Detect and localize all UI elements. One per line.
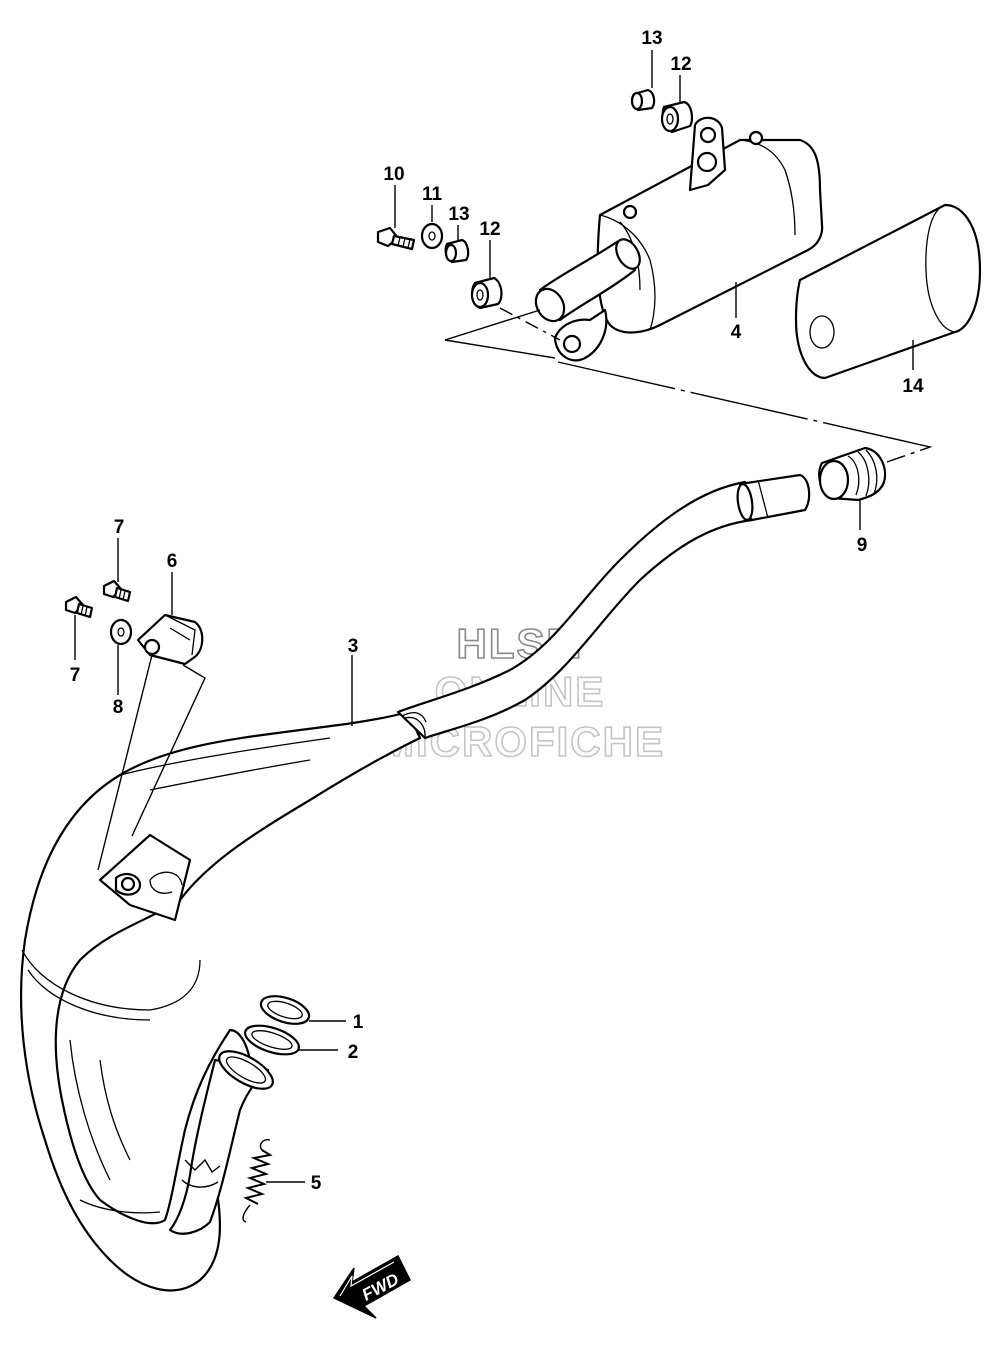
muffler-gasket[interactable] xyxy=(818,446,887,502)
exhaust-spring[interactable] xyxy=(242,1138,273,1223)
callout-6: 6 xyxy=(167,551,178,572)
silencer-muffler[interactable] xyxy=(530,116,824,362)
watermark-line3: MICROFICHE xyxy=(379,718,665,765)
callout-11: 11 xyxy=(422,184,443,205)
callout-3: 3 xyxy=(348,636,359,657)
callout-5: 5 xyxy=(311,1173,322,1194)
callout-9: 9 xyxy=(857,535,868,556)
arrow-left-icon xyxy=(332,1254,411,1319)
callout-13-top: 13 xyxy=(641,28,662,49)
callout-1: 1 xyxy=(353,1012,364,1033)
callout-12-top: 12 xyxy=(670,54,691,75)
callout-7-upper: 7 xyxy=(114,517,125,538)
callout-7-lower: 7 xyxy=(70,665,81,686)
side-mount-hardware[interactable] xyxy=(376,222,503,310)
chamber-bracket[interactable] xyxy=(136,613,204,666)
top-mount-hardware[interactable] xyxy=(630,88,694,134)
silencer-packing[interactable] xyxy=(794,203,982,380)
bracket-washer[interactable] xyxy=(109,618,133,646)
callout-4: 4 xyxy=(731,322,742,343)
callout-14: 14 xyxy=(902,376,924,397)
callout-numbers: 13 12 10 11 13 12 4 14 9 7 6 7 8 3 1 2 5 xyxy=(70,28,924,1194)
exhaust-pipe-chamber[interactable] xyxy=(19,473,811,1292)
callout-12-side: 12 xyxy=(479,219,500,240)
bracket-bolts[interactable] xyxy=(64,579,132,619)
callout-leaders xyxy=(74,50,914,1183)
callout-8: 8 xyxy=(113,697,124,718)
callout-2: 2 xyxy=(348,1042,359,1063)
gasket-rings[interactable] xyxy=(242,991,313,1060)
callout-10: 10 xyxy=(383,164,404,185)
forward-direction-arrow: FWD xyxy=(332,1254,411,1319)
callout-13-side: 13 xyxy=(448,204,469,225)
